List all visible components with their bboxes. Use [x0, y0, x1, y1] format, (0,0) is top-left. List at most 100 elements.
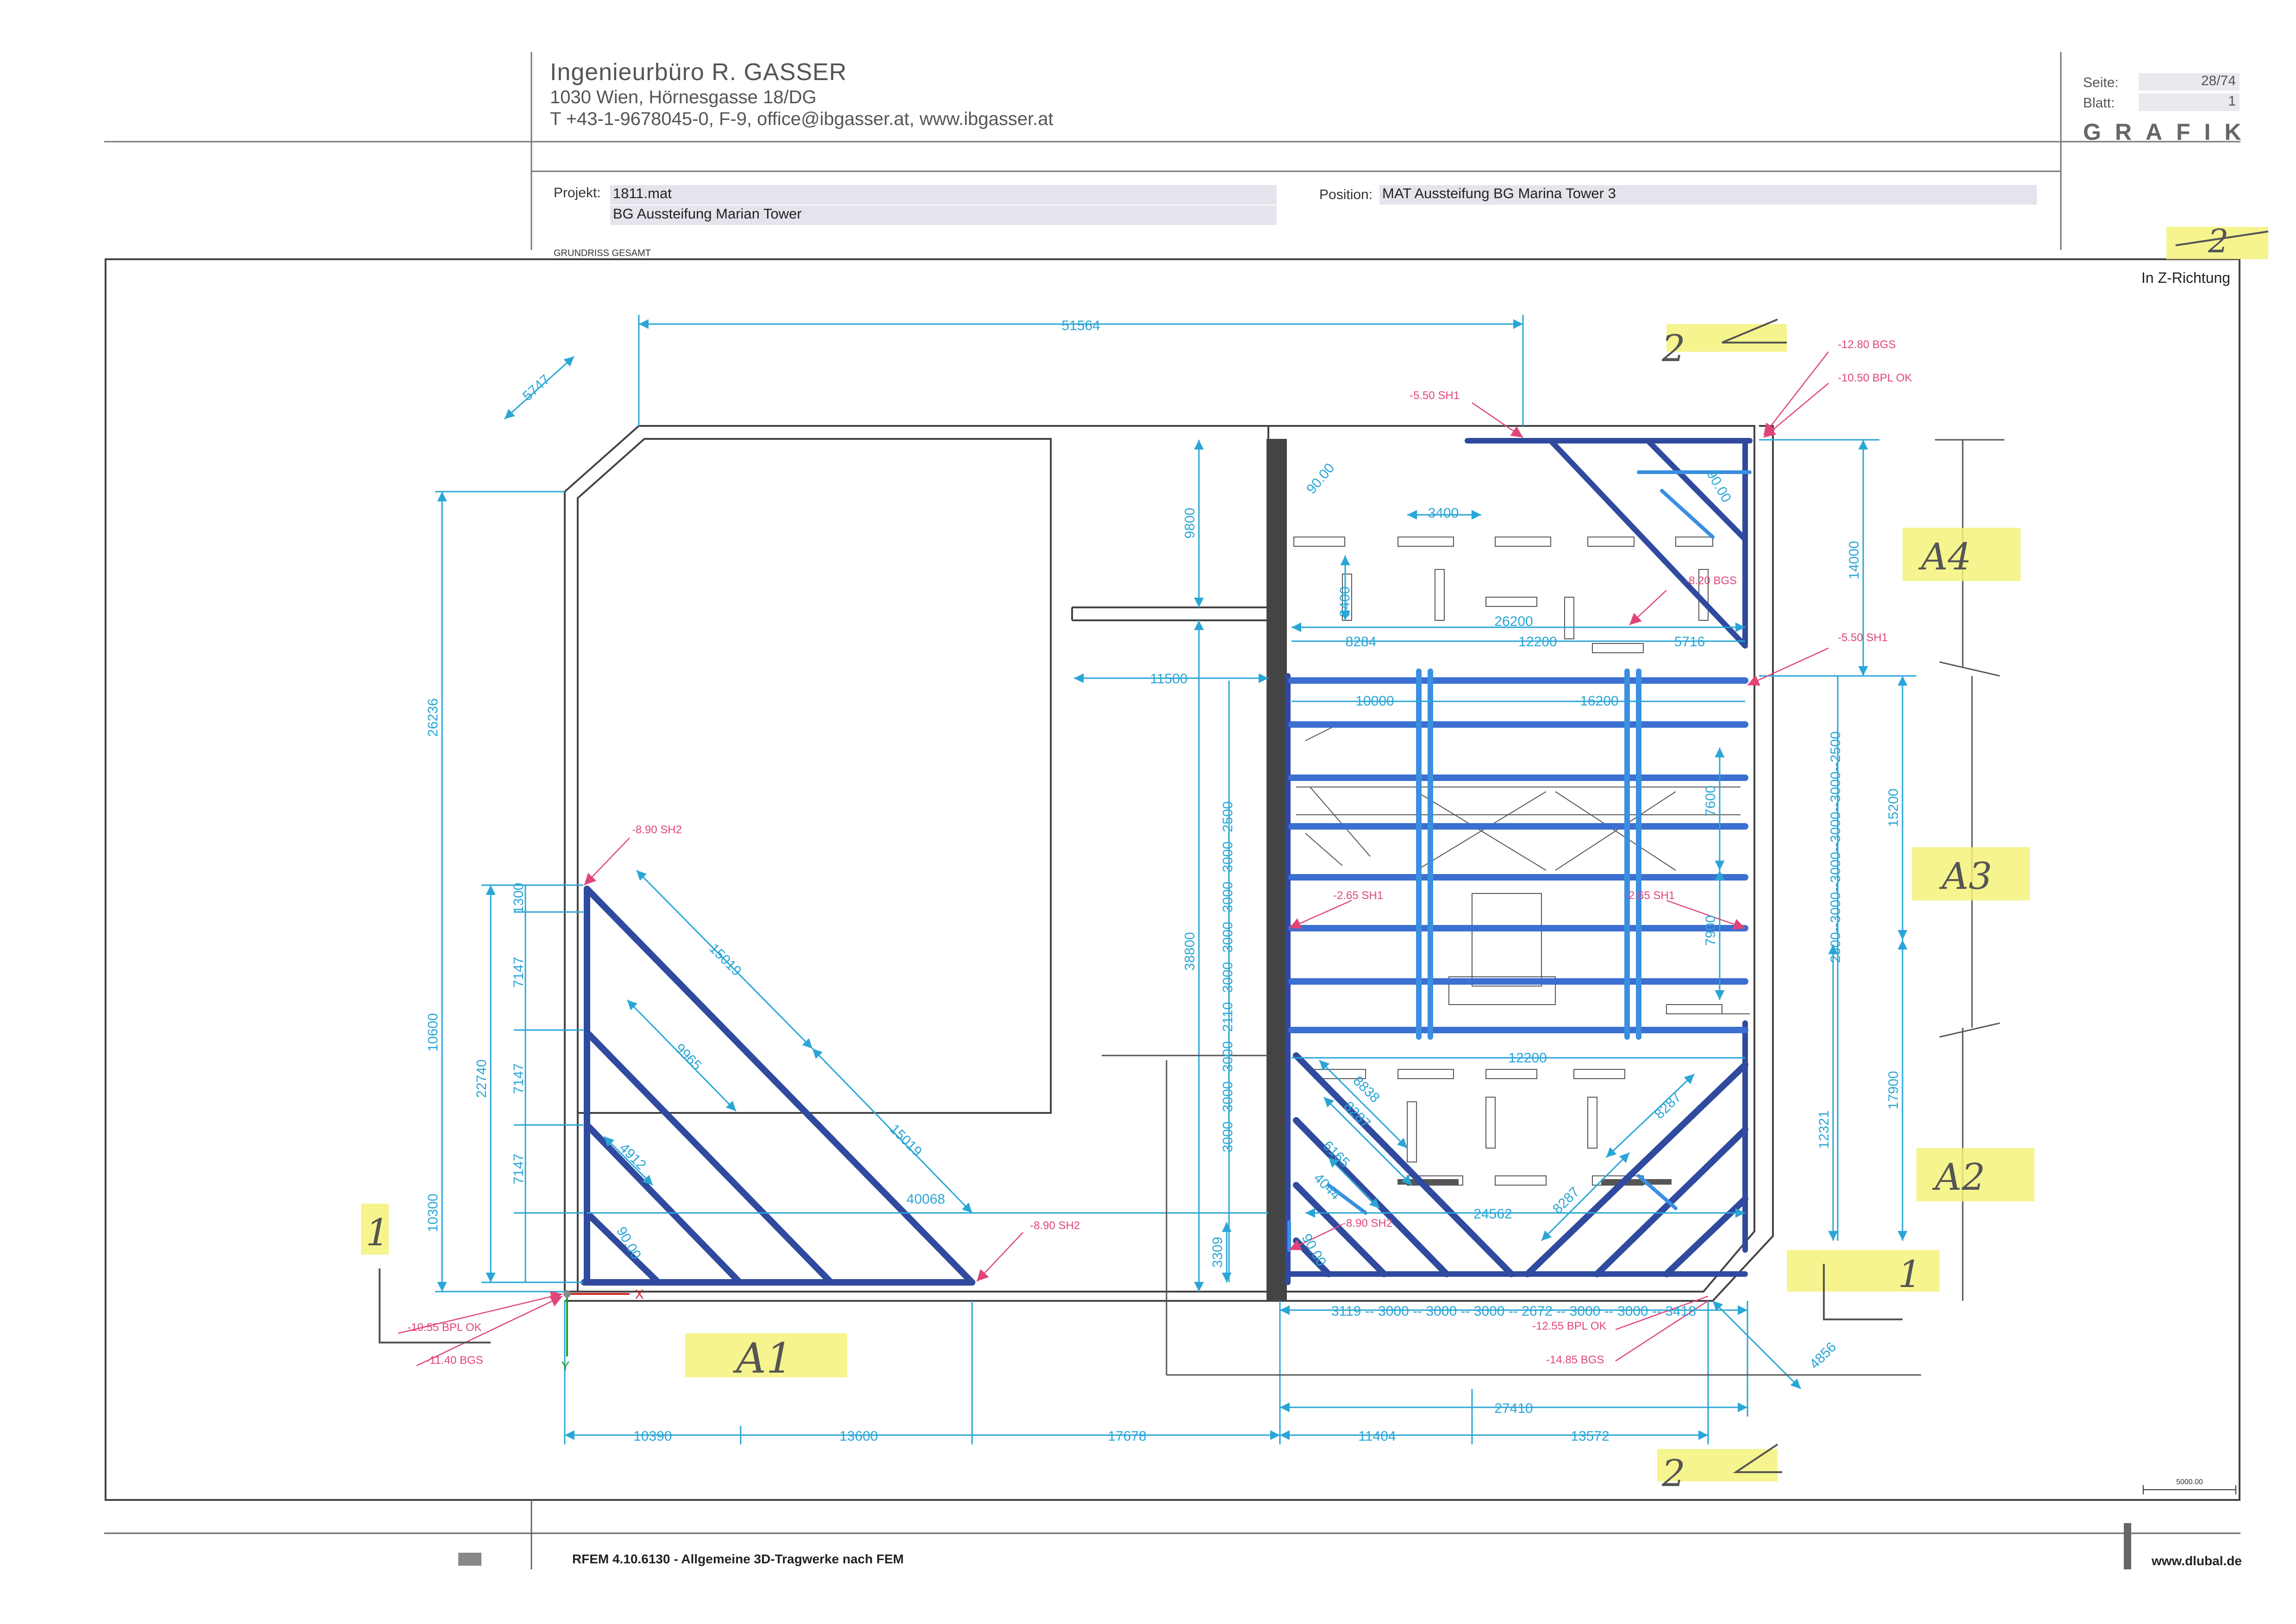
dim-chain-bottom: 3119 -- 3000 -- 3000 -- 3000 -- 2672 -- …: [1331, 1304, 1696, 1319]
company-block: Ingenieurbüro R. GASSER 1030 Wien, Hörne…: [550, 58, 1054, 130]
dim-22740: 22740: [474, 1059, 489, 1098]
dim-chain-right: 2500--3000--3000--3000--3000--2500: [1828, 731, 1843, 963]
dim-8287-c: 8287: [1550, 1184, 1583, 1217]
label-2-top: 2: [1661, 327, 1685, 370]
handwritten-labels: A1 A4 A3 A2 1 1 2 2 2: [366, 222, 2229, 1495]
dim-4856: 4856: [1807, 1339, 1840, 1372]
dim-10600: 10600: [425, 1013, 441, 1051]
dim-27410: 27410: [1494, 1401, 1533, 1416]
dim-angle-b: 90.00: [1304, 461, 1338, 497]
seite-label: Seite:: [2083, 75, 2119, 90]
axes: [563, 1290, 630, 1356]
level-text: -12.80 BGS -10.50 BPL OK -5.50 SH1 -5.50…: [407, 338, 1912, 1367]
dim-51564: 51564: [1061, 318, 1100, 333]
dim-7147-b: 7147: [511, 1063, 526, 1094]
highlights: [361, 227, 2268, 1481]
level-9: -2.65 SH1: [1625, 889, 1675, 902]
company-address: 1030 Wien, Hörnesgasse 18/DG: [550, 87, 817, 107]
dim-7147-a: 7147: [511, 957, 526, 988]
dim-13600: 13600: [839, 1429, 878, 1444]
dim-24562: 24562: [1473, 1206, 1512, 1222]
axis-x-label: X: [635, 1287, 644, 1301]
section-title: GRAFIK: [2083, 119, 2255, 145]
dim-13572: 13572: [1571, 1429, 1609, 1444]
dim-3400-a: 3400: [1428, 506, 1459, 521]
dim-15019-b: 15019: [887, 1121, 925, 1159]
dim-17900: 17900: [1886, 1071, 1901, 1109]
dim-10390: 10390: [633, 1429, 672, 1444]
company-name: Ingenieurbüro R. GASSER: [550, 59, 847, 86]
dim-5716: 5716: [1674, 634, 1705, 650]
blatt-label: Blatt:: [2083, 95, 2115, 111]
label-a3: A3: [1939, 855, 1992, 898]
label-a2: A2: [1932, 1156, 1985, 1199]
dimension-lines: [435, 315, 1916, 1444]
level-8: -2.65 SH1: [1333, 889, 1383, 902]
label-a4: A4: [1918, 535, 1972, 578]
dim-26200: 26200: [1494, 614, 1533, 629]
dim-9800: 9800: [1182, 508, 1198, 539]
view-title: GRUNDRISS GESAMT: [554, 248, 651, 258]
dim-12200-a: 12200: [1518, 634, 1557, 650]
dim-7600: 7600: [1703, 786, 1718, 817]
level-12: -12.55 BPL OK: [1532, 1320, 1607, 1332]
software-label: RFEM 4.10.6130 - Allgemeine 3D-Tragwerke…: [572, 1552, 904, 1566]
scale-label: 5000.00: [2176, 1478, 2203, 1486]
dim-10000: 10000: [1355, 693, 1394, 709]
dim-16200: 16200: [1580, 693, 1618, 709]
dim-12321: 12321: [1816, 1110, 1832, 1149]
level-7: -8.90 SH2: [1030, 1219, 1080, 1232]
dim-9965: 9965: [672, 1041, 705, 1074]
dim-8838: 8838: [1350, 1073, 1383, 1106]
reference-lines: [1102, 439, 2004, 1376]
rfem-logo: [458, 1553, 481, 1566]
project-code: 1811.mat: [610, 185, 1277, 205]
dim-12200-b: 12200: [1508, 1050, 1547, 1066]
dim-15200: 15200: [1886, 788, 1901, 827]
right-wing-outline: [1071, 425, 1774, 1302]
level-11: -11.40 BGS: [426, 1354, 483, 1367]
dim-7147-c: 7147: [511, 1154, 526, 1185]
dim-3309: 3309: [1210, 1237, 1225, 1268]
dim-5747: 5747: [520, 372, 553, 404]
dim-3400-b: 3400: [1337, 587, 1353, 618]
level-14: -8.90 SH2: [1342, 1217, 1392, 1230]
drawing-frame: [105, 258, 2240, 1501]
position-label: Position:: [1319, 187, 1373, 202]
project-name: BG Aussteifung Marian Tower: [610, 206, 1277, 225]
section-marks: [379, 231, 2269, 1473]
label-2-bottom: 2: [1661, 1452, 1685, 1495]
level-6: -8.90 SH2: [632, 824, 682, 836]
level-5: -8.20 BGS: [1685, 575, 1737, 587]
scale-bar: [2143, 1485, 2236, 1494]
label-2-corner: 2: [2208, 222, 2229, 260]
level-2: -10.50 BPL OK: [1838, 372, 1912, 384]
level-markers: [398, 351, 1829, 1367]
label-1-left: 1: [366, 1211, 389, 1254]
seite-value: 28/74: [2139, 73, 2240, 91]
direction-label: In Z-Richtung: [2141, 269, 2231, 286]
label-a1: A1: [733, 1334, 792, 1383]
level-4: -5.50 SH1: [1838, 631, 1888, 644]
dim-26236: 26236: [425, 698, 441, 737]
dim-10300: 10300: [425, 1193, 441, 1232]
blatt-value: 1: [2139, 94, 2240, 111]
axis-y-label: Y: [561, 1359, 570, 1373]
steel-left-diagonals: [581, 886, 975, 1286]
left-wing-outline: [564, 425, 1269, 1302]
level-3: -5.50 SH1: [1410, 389, 1460, 402]
dim-38800: 38800: [1182, 932, 1198, 970]
website-label: www.dlubal.de: [2152, 1554, 2242, 1568]
dim-11500: 11500: [1150, 671, 1187, 687]
dim-14000: 14000: [1847, 541, 1862, 579]
level-13: -14.85 BGS: [1546, 1354, 1604, 1366]
level-1: -12.80 BGS: [1838, 338, 1896, 351]
dim-8287-b: 8287: [1652, 1089, 1685, 1122]
dim-40068: 40068: [906, 1192, 945, 1207]
dim-11404: 11404: [1358, 1429, 1396, 1444]
footer-frame: [104, 1500, 2240, 1569]
dim-1300: 1300: [511, 883, 526, 914]
label-1-right: 1: [1898, 1253, 1922, 1296]
project-label: Projekt:: [554, 185, 601, 200]
